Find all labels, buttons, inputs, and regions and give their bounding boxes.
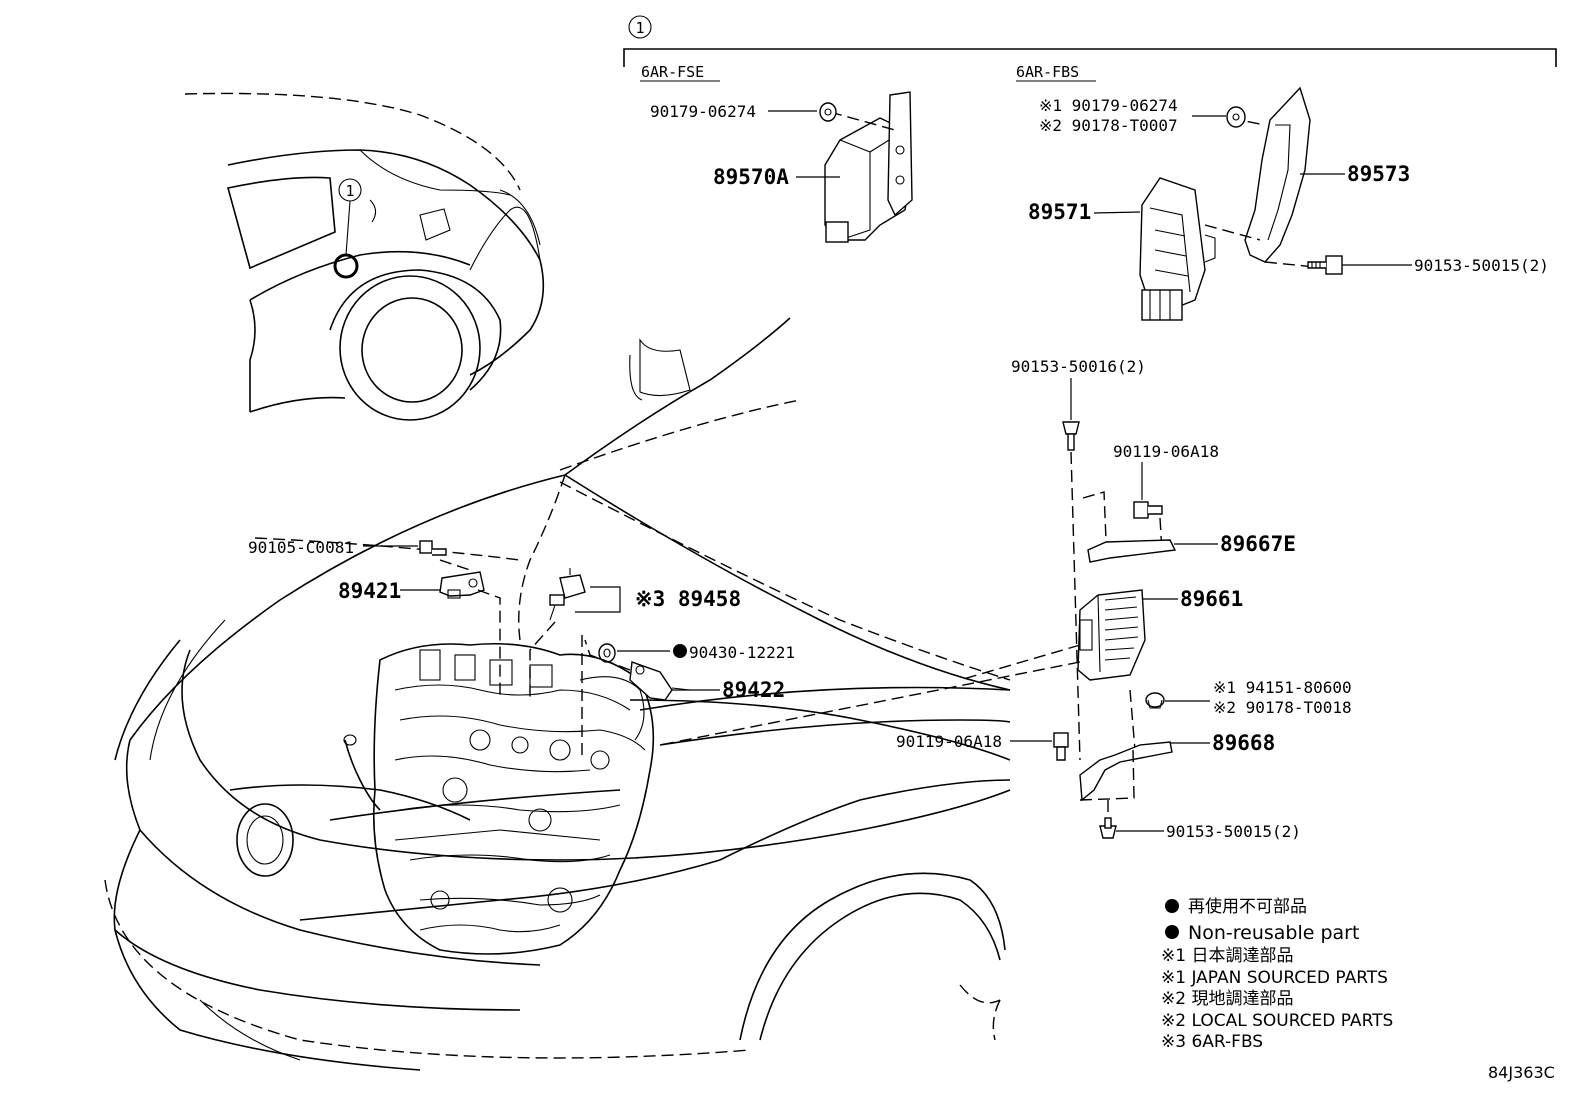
label-90179-06274: 90179-06274 [650, 102, 756, 121]
label-90119-06A18-left: 90119-06A18 [896, 732, 1002, 751]
label-90153-50015-bottom: 90153-50015(2) [1166, 822, 1301, 841]
bracket-89667E [1087, 539, 1177, 563]
sensor-89458 [549, 568, 586, 621]
label-j1-90179-06274: ※1 90179-06274 [1039, 96, 1178, 115]
bolt-90119-06A18-top [1133, 501, 1163, 519]
label-89573: 89573 [1347, 162, 1410, 186]
callout-number: 1 [635, 19, 644, 37]
legend-japan-en: ※1 JAPAN SOURCED PARTS [1161, 968, 1388, 988]
callout-number-car: 1 [345, 182, 354, 200]
bolt-90153-50016 [1062, 421, 1080, 451]
rear-car-sketch: 1 [184, 92, 545, 421]
sensor-89422 [629, 661, 691, 701]
legend: 再使用不可部品 Non-reusable part ※1 日本調達部品 ※1 J… [1161, 896, 1393, 1052]
label-j2-90178-T0007: ※2 90178-T0007 [1039, 116, 1178, 135]
label-89570A: 89570A [713, 165, 789, 189]
non-reusable-dot-icon-2 [1165, 925, 1179, 939]
legend-local-jp: ※2 現地調達部品 [1161, 989, 1293, 1009]
label-90119-06A18-top: 90119-06A18 [1113, 442, 1219, 461]
callout-circle [628, 15, 652, 39]
callout-header: 1 6AR-FSE 6AR-FBS [623, 15, 1557, 82]
engine-label-fse: 6AR-FSE [641, 63, 704, 81]
non-reusable-dot-icon [1165, 899, 1179, 913]
component-89573 [1204, 86, 1326, 269]
engine-label-fbs: 6AR-FBS [1016, 63, 1079, 81]
label-89661: 89661 [1180, 587, 1243, 611]
front-car-sketch [104, 317, 1011, 1071]
bolt-90119-06A18-left [1053, 732, 1069, 761]
label-89667E: 89667E [1220, 532, 1296, 556]
engine-block [329, 642, 1011, 955]
header-bracket [623, 48, 1557, 67]
label-89458: ※3 89458 [635, 587, 741, 611]
sensor-89421 [439, 571, 485, 599]
nut-94151-80600 [1145, 692, 1165, 709]
bracket-89668 [1079, 741, 1173, 802]
bolt-90153-50015-bottom [1099, 817, 1117, 839]
label-90153-50015-top: 90153-50015(2) [1414, 256, 1549, 275]
legend-japan-jp: ※1 日本調達部品 [1161, 946, 1293, 966]
bolt-90153-50015-top [1307, 255, 1343, 275]
label-89421: 89421 [338, 579, 401, 603]
label-j2-90178-T0018: ※2 90178-T0018 [1213, 698, 1352, 717]
legend-local-en: ※2 LOCAL SOURCED PARTS [1161, 1011, 1393, 1031]
legend-non-reusable-en: Non-reusable part [1188, 922, 1359, 944]
bolt-90105-C0081 [419, 540, 447, 556]
label-89668: 89668 [1212, 731, 1275, 755]
label-90430-12221: 90430-12221 [689, 643, 795, 662]
gasket-90430-12221 [598, 643, 616, 663]
label-90153-50016: 90153-50016(2) [1011, 357, 1146, 376]
legend-non-reusable-jp: 再使用不可部品 [1188, 896, 1307, 917]
label-89422: 89422 [722, 678, 785, 702]
component-89570A [819, 91, 913, 243]
ecu-89661 [1077, 589, 1146, 681]
label-89571: 89571 [1028, 200, 1091, 224]
label-j1-94151-80600: ※1 94151-80600 [1213, 678, 1352, 697]
diagram-code: 84J363C [1488, 1063, 1555, 1082]
legend-fbs: ※3 6AR-FBS [1161, 1032, 1263, 1052]
label-90105-C0081: 90105-C0081 [248, 538, 354, 557]
component-89571 [1139, 177, 1216, 321]
